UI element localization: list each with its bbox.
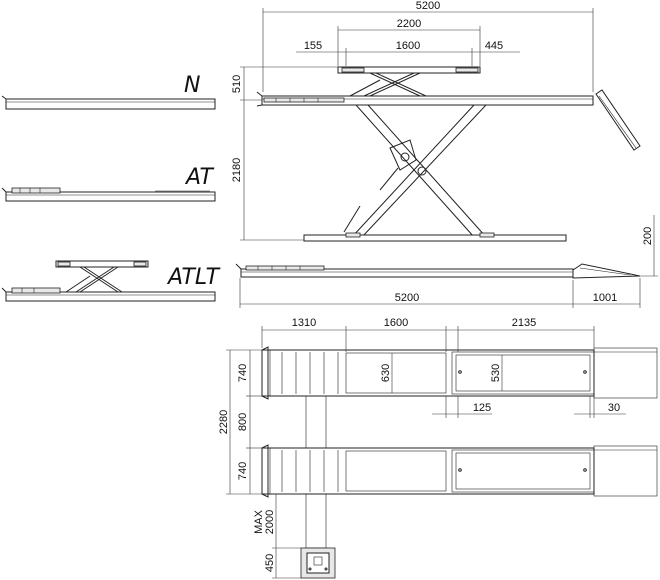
dim-plan-left xyxy=(226,349,262,495)
dim-plan-top xyxy=(261,326,595,352)
dim-2280: 2280 xyxy=(218,410,230,434)
dim-heights xyxy=(240,66,338,241)
variant-atlt-label: ATLT xyxy=(166,265,221,290)
dim-5200-base: 5200 xyxy=(395,292,419,304)
variant-n-drawing xyxy=(1,95,216,110)
dim-530: 530 xyxy=(490,364,502,382)
dim-450: 450 xyxy=(264,554,276,572)
variant-at-label: AT xyxy=(184,165,214,190)
dim-top-parts xyxy=(296,48,520,66)
control-console xyxy=(300,547,336,579)
plan-bottom-track xyxy=(261,444,658,498)
dim-200: 200 xyxy=(642,227,654,245)
side-view-lowered xyxy=(235,263,641,279)
dim-510: 510 xyxy=(231,75,243,93)
dim-plates xyxy=(391,353,503,393)
dim-2000: 2000 xyxy=(264,510,276,534)
dim-1600-top: 1600 xyxy=(396,40,420,52)
variant-n-label: N xyxy=(184,73,200,98)
dim-1001: 1001 xyxy=(593,292,617,304)
dim-max-label: MAX xyxy=(253,509,265,534)
dim-445: 445 xyxy=(485,40,503,52)
variant-at-drawing xyxy=(1,187,216,202)
dim-hose xyxy=(272,493,306,579)
dim-top-span xyxy=(337,26,481,66)
dim-1310: 1310 xyxy=(292,317,316,329)
dim-30: 30 xyxy=(608,402,620,414)
dim-5200-top: 5200 xyxy=(416,0,440,12)
dim-740-top: 740 xyxy=(237,364,249,382)
variant-atlt-drawing xyxy=(1,260,216,302)
dim-2135: 2135 xyxy=(512,317,536,329)
plan-top-track xyxy=(261,346,658,400)
side-view-raised xyxy=(256,66,641,242)
dim-1600-plan: 1600 xyxy=(384,317,408,329)
dim-155: 155 xyxy=(304,40,322,52)
dim-ramp-height xyxy=(630,215,658,277)
dim-2180: 2180 xyxy=(231,158,243,182)
dim-2200: 2200 xyxy=(397,18,421,30)
dim-630: 630 xyxy=(380,364,392,382)
dim-top-total xyxy=(262,8,594,92)
dim-125: 125 xyxy=(473,402,491,414)
dim-800: 800 xyxy=(237,413,249,431)
dim-base-length xyxy=(239,278,641,308)
dim-740-bottom: 740 xyxy=(237,462,249,480)
dim-offsets xyxy=(432,396,626,418)
